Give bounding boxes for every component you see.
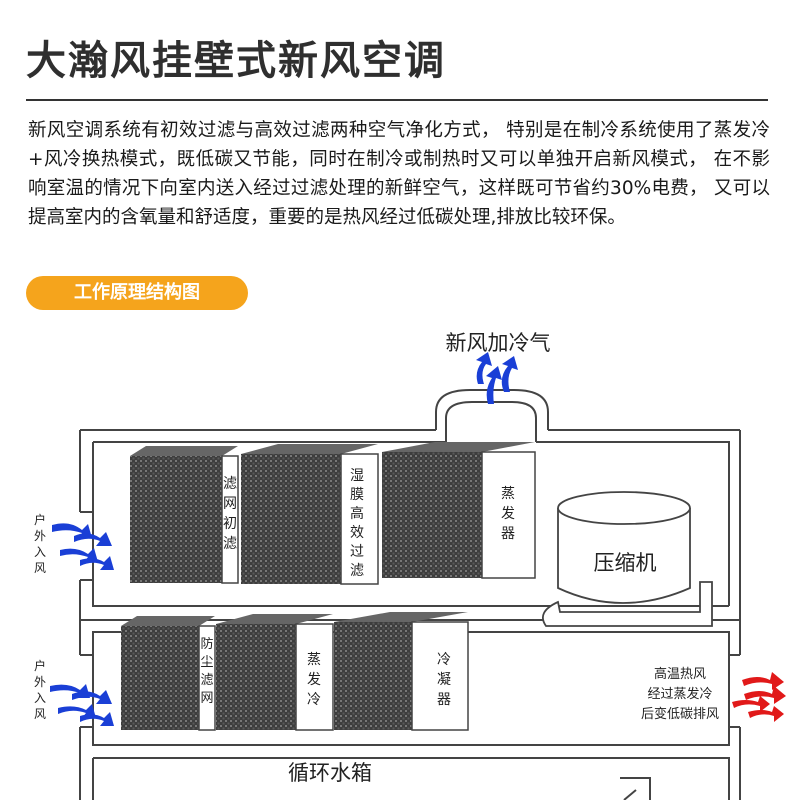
label-evaporative-cooling: 蒸发冷 <box>307 652 321 708</box>
dust-filter-block <box>121 616 216 731</box>
condenser-block <box>334 612 469 731</box>
inlet-lower-text: 户外入风 <box>34 658 46 721</box>
label-hepa-filter: 湿膜高效过滤 <box>350 468 364 579</box>
upper-inlet-opening <box>74 512 88 580</box>
inlet-lower-label: 户外入风 <box>34 658 46 721</box>
exhaust-label-line-2: 经过蒸发冷 <box>647 686 712 702</box>
exhaust-label-line-1: 高温热风 <box>654 666 706 682</box>
intake-arrows-upper <box>52 523 114 570</box>
outlet-label: 新风加冷气 <box>446 331 551 355</box>
outlet-arrows-top <box>476 352 518 404</box>
exhaust-arrows <box>732 672 786 722</box>
description-paragraph: 新风空调系统有初效过滤与高效过滤两种空气净化方式， 特别是在制冷系统使用了蒸发冷… <box>28 120 770 228</box>
filter-block-primary <box>130 446 239 584</box>
intake-arrows-lower <box>50 684 114 726</box>
label-evaporator-upper: 蒸发器 <box>501 486 515 542</box>
exhaust-label: 高温热风 经过蒸发冷 后变低碳排风 <box>641 666 719 722</box>
exhaust-label-line-3: 后变低碳排风 <box>641 706 719 722</box>
filter-block-hepa <box>241 444 379 585</box>
page-title: 大瀚风挂壁式新风空调 <box>26 38 446 84</box>
label-primary-filter: 滤网初滤 <box>223 476 237 552</box>
inlet-upper-text: 户外入风 <box>34 512 46 575</box>
compressor <box>542 491 713 627</box>
exhaust-opening <box>733 655 747 727</box>
section-label-badge: 工作原理结构图 <box>26 276 248 310</box>
label-dust-filter: 防尘滤网 <box>200 636 213 706</box>
label-condenser: 冷凝器 <box>437 652 451 708</box>
evaporative-cooling-block <box>216 614 334 731</box>
title-divider <box>26 99 768 101</box>
compressor-label: 压缩机 <box>594 551 657 575</box>
inlet-upper-label: 户外入风 <box>34 512 46 575</box>
tank-label: 循环水箱 <box>288 761 372 785</box>
evaporator-block-upper <box>382 442 536 579</box>
